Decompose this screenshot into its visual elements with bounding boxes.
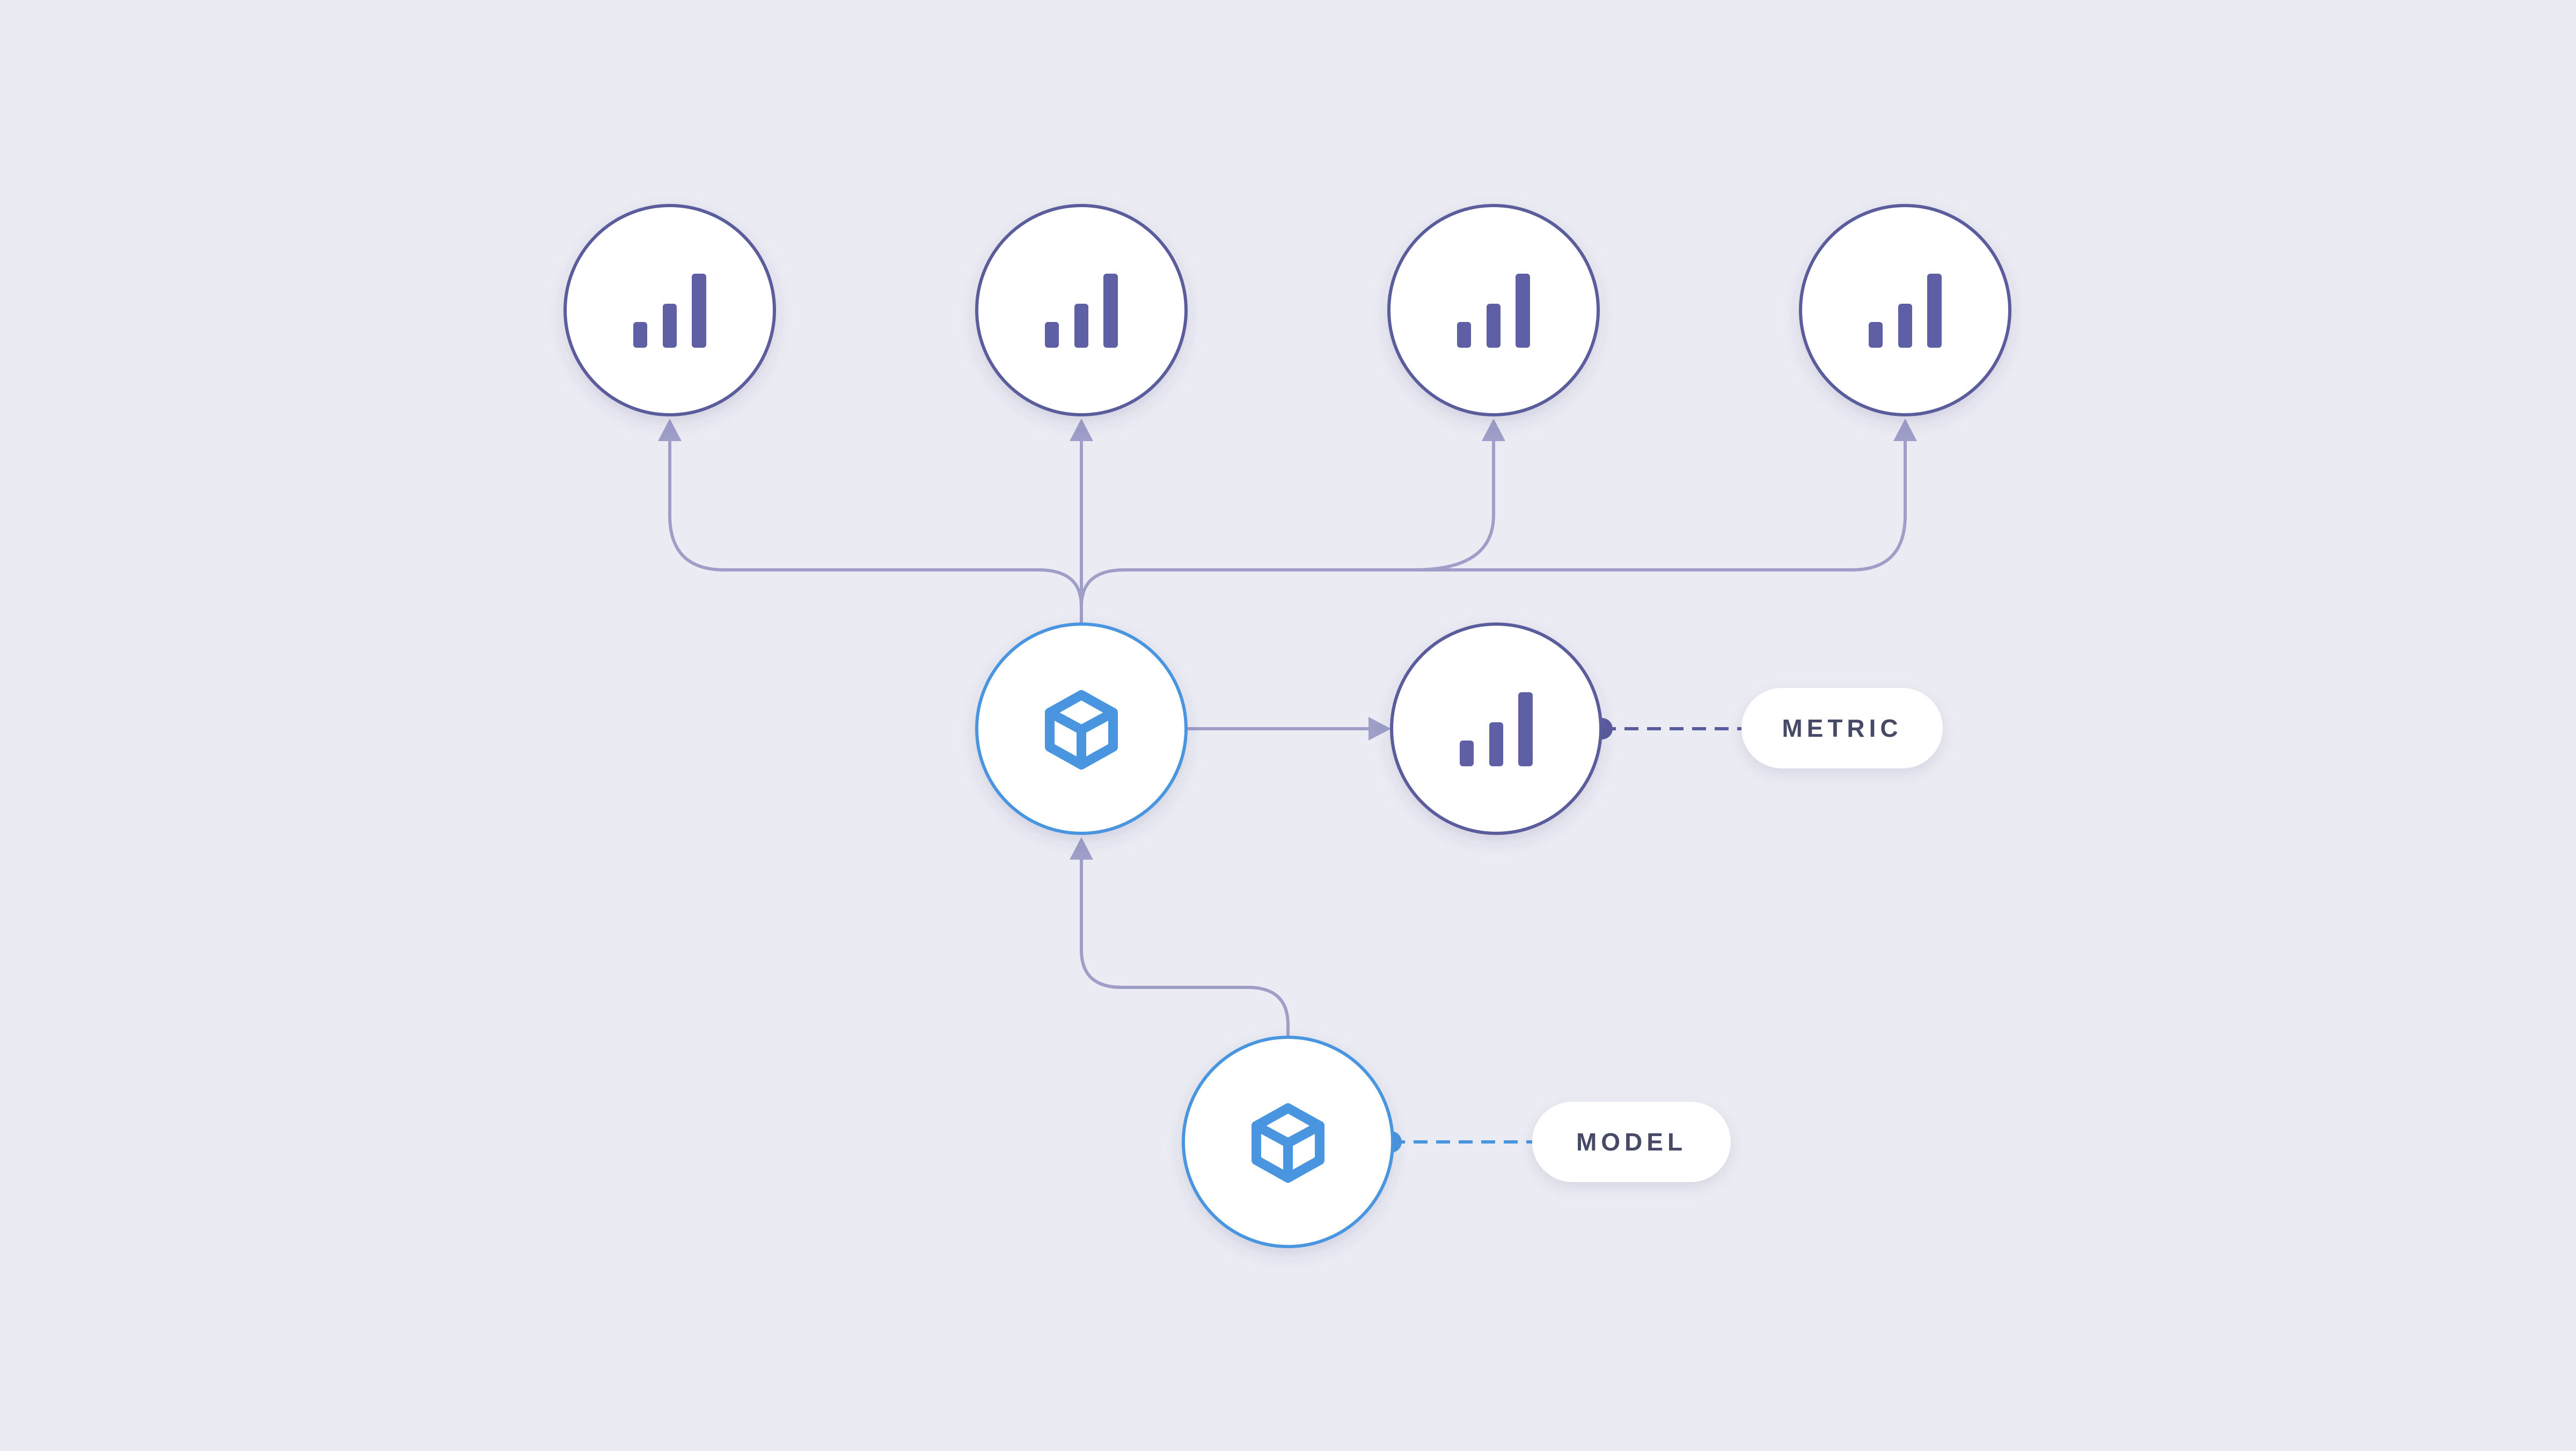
edge-bottom-model-to-center-model (1080, 844, 1290, 1036)
arrowhead-center-model (1070, 837, 1093, 860)
model-label-text: MODEL (1576, 1128, 1687, 1156)
model-node-bottom[interactable] (1182, 1036, 1394, 1248)
arrowhead-group (658, 419, 1917, 860)
bar-chart-icon (1457, 274, 1530, 348)
edge-model-to-metric-4 (1123, 428, 1907, 571)
model-legend-label: MODEL (1532, 1102, 1731, 1182)
cube-icon (1045, 690, 1118, 770)
arrowhead-metric-right (1368, 717, 1391, 741)
metric-node-3[interactable] (1387, 204, 1600, 416)
bar-chart-icon (633, 274, 706, 348)
edge-model-to-metric-3 (1080, 428, 1495, 608)
metric-node-right[interactable] (1390, 622, 1602, 835)
metric-node-1[interactable] (564, 204, 776, 416)
arrowhead-metric-2 (1070, 419, 1093, 441)
connector-group (668, 428, 1907, 1036)
cube-icon (1252, 1103, 1324, 1183)
model-node-center[interactable] (975, 622, 1188, 835)
arrowhead-metric-4 (1893, 419, 1917, 441)
bar-chart-icon (1045, 274, 1118, 348)
metric-label-text: METRIC (1782, 714, 1902, 742)
arrowhead-metric-3 (1482, 419, 1505, 441)
metric-node-2[interactable] (975, 204, 1188, 416)
metric-legend-label: METRIC (1741, 688, 1943, 768)
bar-chart-icon (1460, 692, 1533, 766)
bar-chart-icon (1869, 274, 1942, 348)
metric-node-4[interactable] (1799, 204, 2011, 416)
edge-model-to-metric-1 (668, 428, 1083, 624)
arrowhead-metric-1 (658, 419, 682, 441)
